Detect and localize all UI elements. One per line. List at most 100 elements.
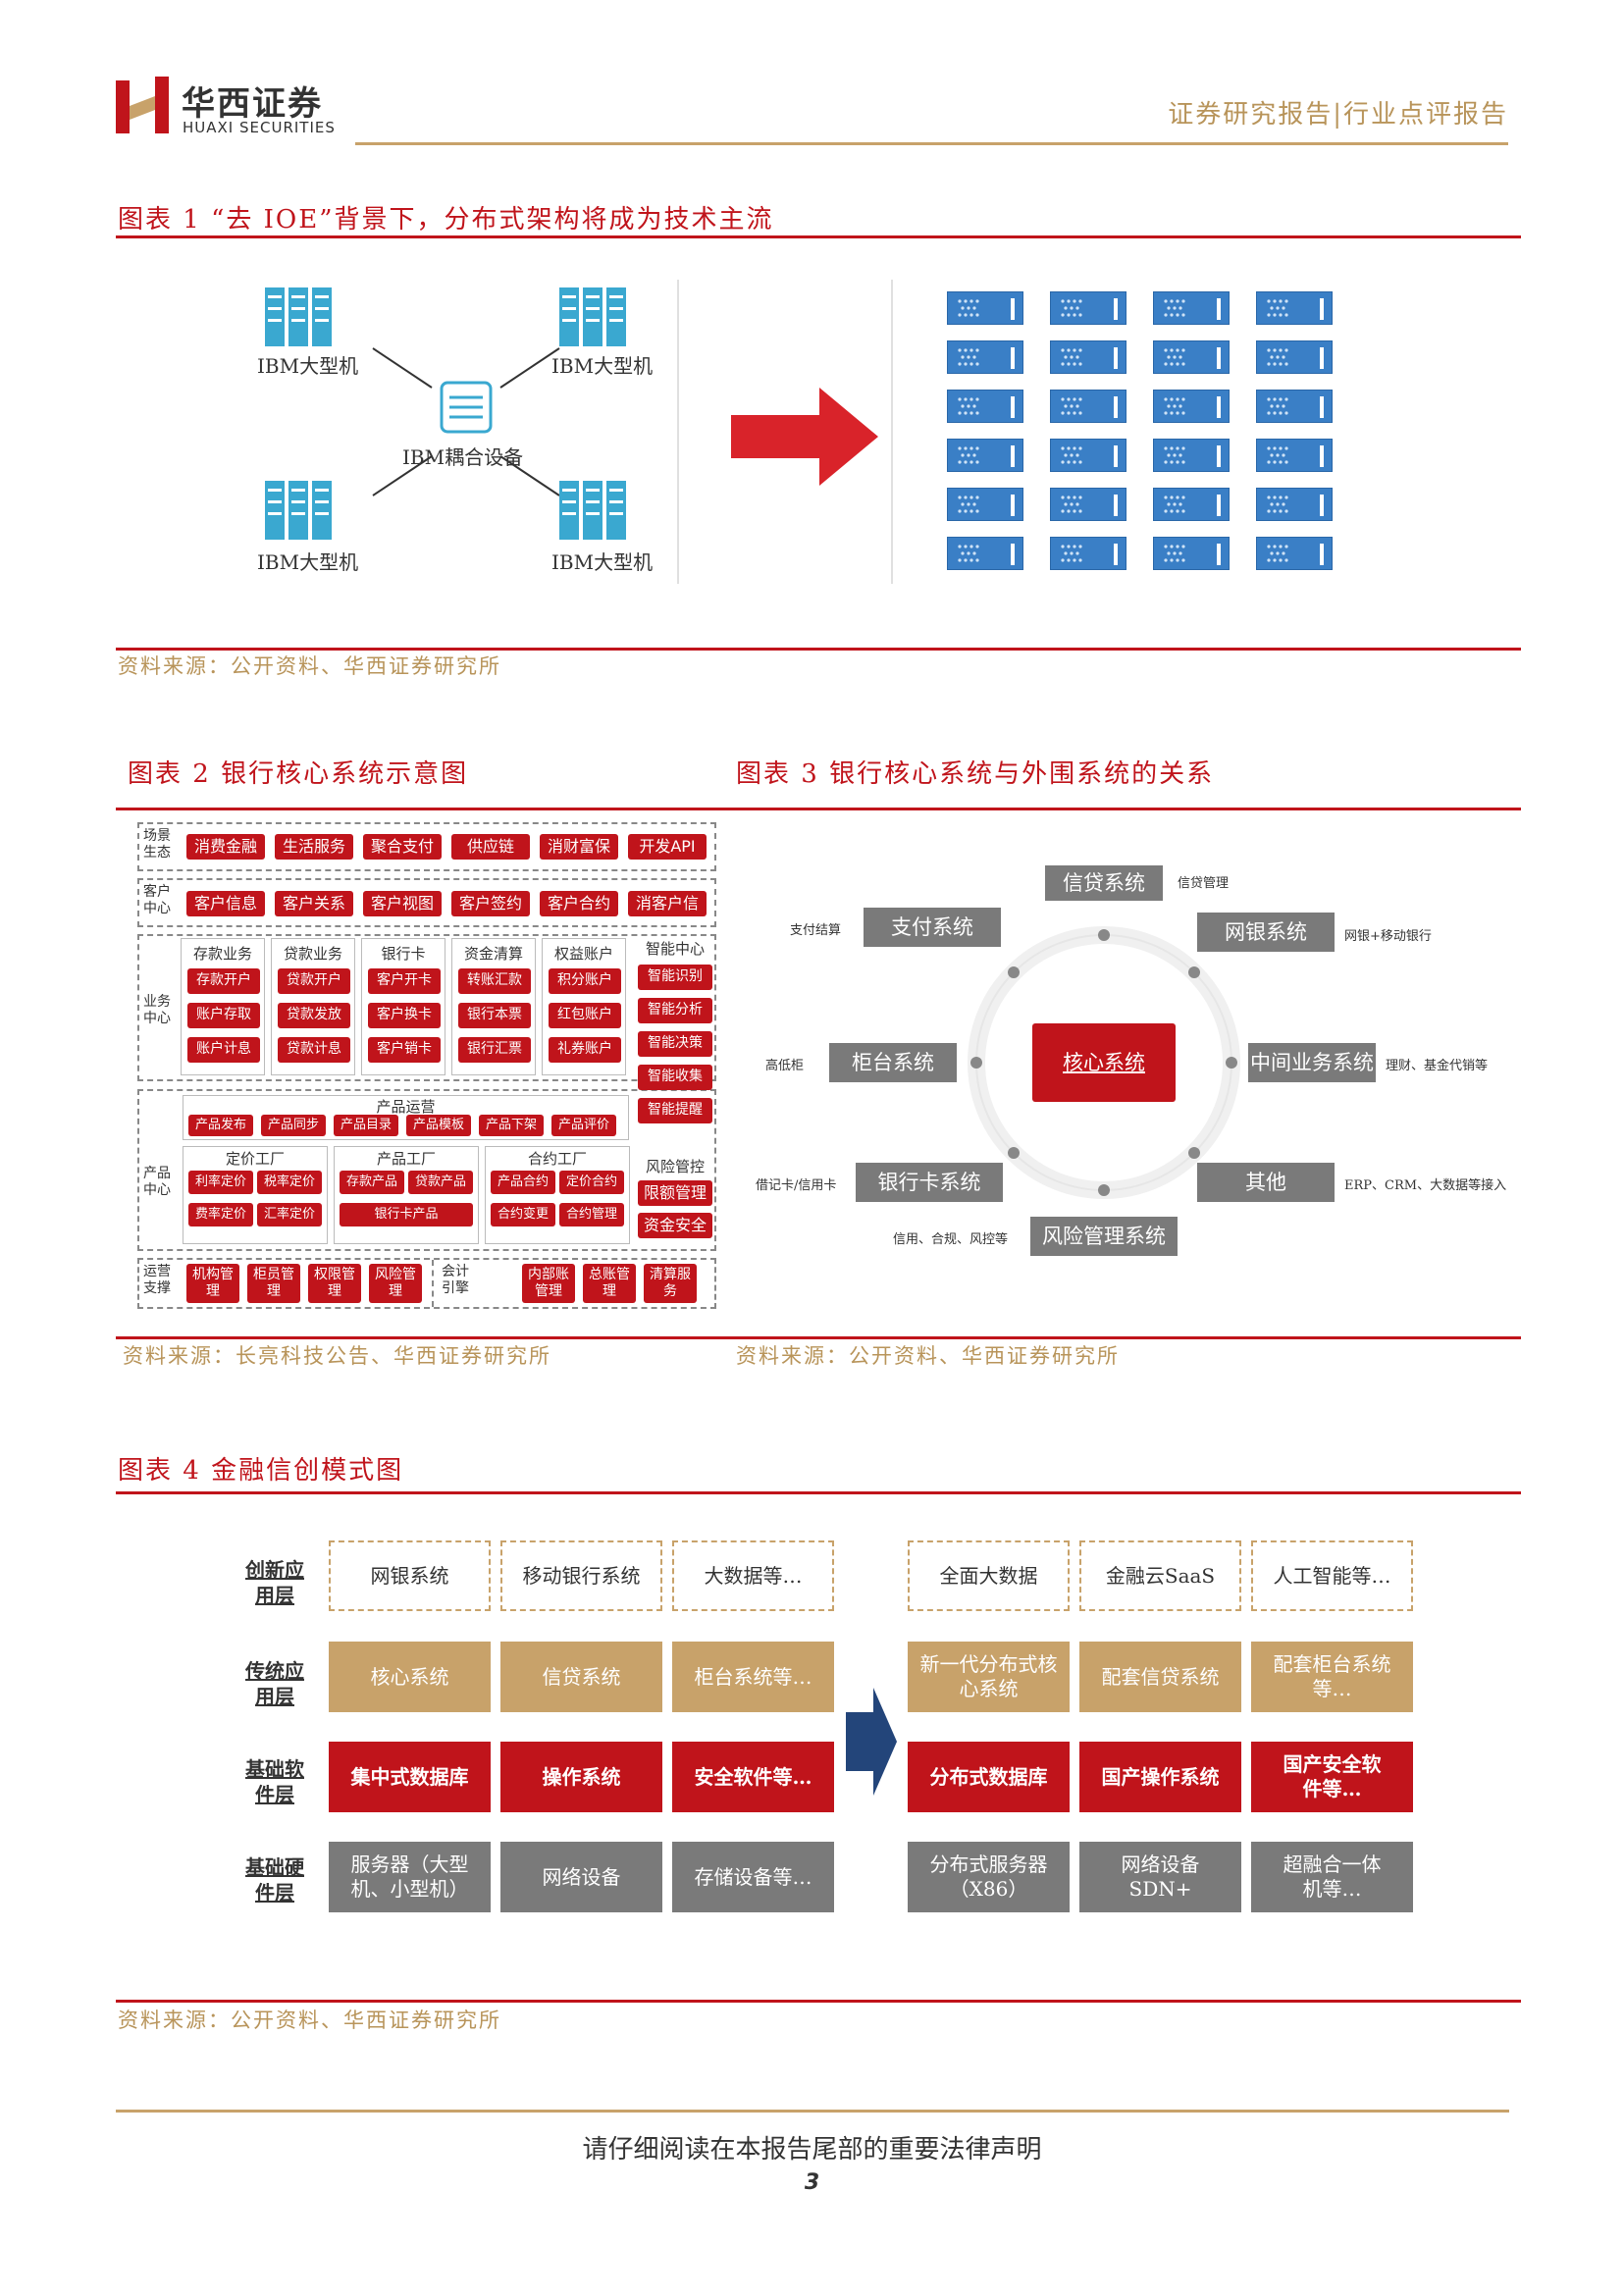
business-item: 客户换卡 bbox=[368, 1003, 441, 1028]
right-trad-item: 配套柜台系统等… bbox=[1251, 1642, 1413, 1712]
ops-divider bbox=[432, 1260, 434, 1307]
smart-item: 智能决策 bbox=[638, 1031, 712, 1057]
server-unit-icon bbox=[1256, 340, 1333, 374]
distributed-server-grid bbox=[947, 291, 1349, 576]
fig2-source: 资料来源：长亮科技公告、华西证券研究所 bbox=[123, 1344, 551, 1368]
server-unit-icon bbox=[1050, 390, 1126, 423]
scene-item: 开发API bbox=[628, 834, 707, 860]
fig3-title: 图表 3 银行核心系统与外围系统的关系 bbox=[736, 759, 1215, 789]
smart-item: 智能分析 bbox=[638, 998, 712, 1023]
relation-node: 支付系统 bbox=[864, 908, 1001, 947]
business-group: 贷款业务贷款开户贷款发放贷款计息 bbox=[271, 938, 355, 1075]
fig1-title: 图表 1 “去 IOE”背景下，分布式架构将成为技术主流 bbox=[118, 205, 774, 235]
factory-title: 合约工厂 bbox=[527, 1150, 587, 1168]
factory-item: 税率定价 bbox=[257, 1171, 322, 1194]
server-unit-icon bbox=[1153, 291, 1230, 325]
customer-item: 消客户信 bbox=[628, 891, 707, 916]
fig2-title: 图表 2 银行核心系统示意图 bbox=[128, 759, 469, 789]
mainframe-icon bbox=[265, 481, 332, 540]
business-groups: 存款业务存款开户账户存取账户计息贷款业务贷款开户贷款发放贷款计息银行卡客户开卡客… bbox=[181, 938, 632, 1075]
business-item: 存款开户 bbox=[187, 968, 260, 994]
server-unit-icon bbox=[947, 340, 1023, 374]
product-ops-box bbox=[183, 1095, 629, 1140]
ops-row bbox=[137, 1258, 716, 1309]
fig23-top-rule bbox=[116, 808, 1521, 810]
relation-note: 理财、基金代销等 bbox=[1386, 1059, 1489, 1073]
left-soft-item: 安全软件等… bbox=[672, 1742, 834, 1812]
factory-item: 贷款产品 bbox=[408, 1171, 473, 1194]
left-innov-item: 大数据等… bbox=[672, 1540, 834, 1611]
business-item: 银行本票 bbox=[458, 1003, 531, 1028]
risk-item: 资金安全 bbox=[638, 1213, 712, 1238]
factory-item: 汇率定价 bbox=[257, 1203, 322, 1226]
risk-title: 风险管控 bbox=[645, 1158, 705, 1175]
fig23-bottom-rule bbox=[116, 1336, 1521, 1339]
factory-item: 银行卡产品 bbox=[340, 1203, 473, 1226]
server-unit-icon bbox=[1256, 439, 1333, 472]
company-name-cn: 华西证券 bbox=[182, 84, 323, 124]
relation-note: 支付结算 bbox=[790, 923, 842, 938]
right-innov-item: 金融云SaaS bbox=[1079, 1540, 1241, 1611]
server-unit-icon bbox=[947, 390, 1023, 423]
relation-note: 高低柜 bbox=[765, 1059, 805, 1073]
layer-label: 传统应用层 bbox=[245, 1659, 304, 1708]
server-unit-icon bbox=[1153, 537, 1230, 570]
legal-notice: 请仔细阅读在本报告尾部的重要法律声明 bbox=[582, 2135, 1042, 2165]
fig3-source: 资料来源：公开资料、华西证券研究所 bbox=[736, 1344, 1120, 1368]
server-unit-icon bbox=[1153, 390, 1230, 423]
product-ops-item: 产品目录 bbox=[334, 1115, 398, 1136]
relation-node: 其他 bbox=[1197, 1163, 1335, 1202]
factory-item: 存款产品 bbox=[340, 1171, 404, 1194]
relation-node: 银行卡系统 bbox=[856, 1163, 1003, 1202]
server-unit-icon bbox=[1050, 291, 1126, 325]
left-trad-item: 信贷系统 bbox=[500, 1642, 662, 1712]
left-hard-item: 服务器（大型机、小型机） bbox=[329, 1842, 491, 1912]
scene-item: 消费金融 bbox=[186, 834, 265, 860]
layer-label: 创新应用层 bbox=[245, 1558, 304, 1607]
ops-item: 柜员管理 bbox=[247, 1264, 300, 1303]
acct-item: 清算服务 bbox=[644, 1264, 697, 1303]
right-soft-item: 分布式数据库 bbox=[908, 1742, 1070, 1812]
smart-center-title: 智能中心 bbox=[645, 940, 705, 958]
factory-item: 产品合约 bbox=[491, 1171, 555, 1194]
product-ops-item: 产品同步 bbox=[261, 1115, 326, 1136]
acct-label: 会计引擎 bbox=[442, 1264, 469, 1296]
ops-item: 权限管理 bbox=[308, 1264, 361, 1303]
company-name-en: HUAXI SECURITIES bbox=[183, 119, 336, 136]
business-item: 积分账户 bbox=[549, 968, 621, 994]
scene-item: 聚合支付 bbox=[363, 834, 442, 860]
server-unit-icon bbox=[947, 439, 1023, 472]
factory-title: 定价工厂 bbox=[225, 1150, 285, 1168]
coupler-icon bbox=[440, 381, 493, 434]
mainframe-icon bbox=[559, 287, 626, 346]
layer-label: 基础硬件层 bbox=[245, 1855, 304, 1905]
server-unit-icon bbox=[1050, 488, 1126, 521]
server-unit-icon bbox=[947, 291, 1023, 325]
contract-factory bbox=[485, 1146, 630, 1244]
factory-item: 合约变更 bbox=[491, 1203, 555, 1226]
acct-item: 内部账管理 bbox=[522, 1264, 575, 1303]
business-item: 客户开卡 bbox=[368, 968, 441, 994]
server-unit-icon bbox=[1256, 390, 1333, 423]
factory-item: 合约管理 bbox=[559, 1203, 624, 1226]
customer-item: 客户合约 bbox=[540, 891, 618, 916]
scene-item: 消财富保 bbox=[540, 834, 618, 860]
business-group: 存款业务存款开户账户存取账户计息 bbox=[181, 938, 265, 1075]
acct-item: 总账管理 bbox=[583, 1264, 636, 1303]
business-item: 客户销卡 bbox=[368, 1037, 441, 1063]
left-soft-item: 操作系统 bbox=[500, 1742, 662, 1812]
product-label: 产品中心 bbox=[143, 1166, 171, 1198]
business-item: 银行汇票 bbox=[458, 1037, 531, 1063]
business-row bbox=[137, 934, 716, 1081]
left-hard-item: 存储设备等… bbox=[672, 1842, 834, 1912]
business-item: 贷款计息 bbox=[278, 1037, 350, 1063]
business-item: 账户存取 bbox=[187, 1003, 260, 1028]
mainframe-icon bbox=[265, 287, 332, 346]
mainframe-label: IBM大型机 bbox=[257, 354, 359, 378]
right-innov-item: 人工智能等… bbox=[1251, 1540, 1413, 1611]
product-ops-item: 产品模板 bbox=[406, 1115, 471, 1136]
mainframe-label: IBM大型机 bbox=[551, 550, 654, 574]
fig4-source: 资料来源：公开资料、华西证券研究所 bbox=[118, 2009, 501, 2032]
business-group-title: 权益账户 bbox=[553, 945, 613, 963]
header-divider bbox=[355, 142, 1508, 145]
